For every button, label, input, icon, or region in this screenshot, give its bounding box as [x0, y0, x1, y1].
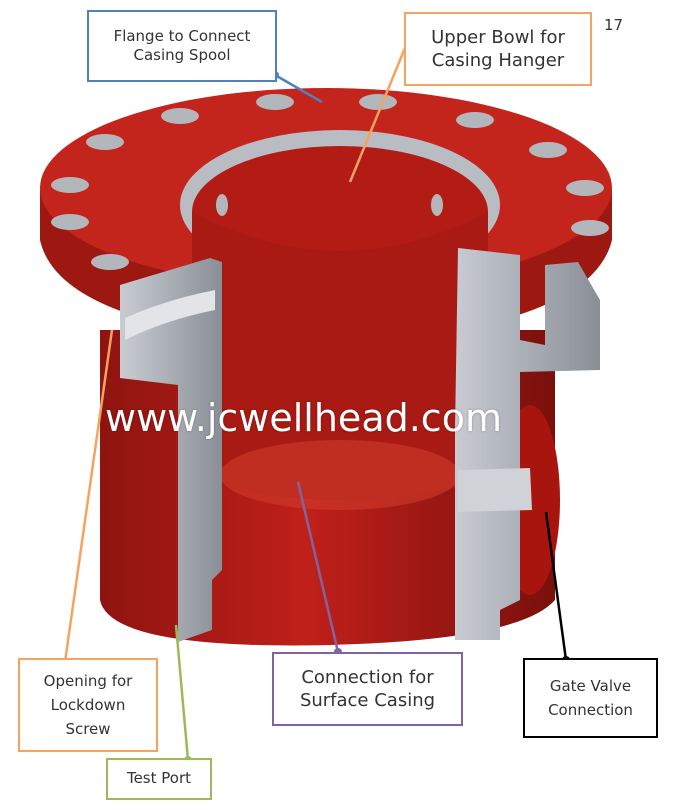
label-upper-bowl: Upper Bowl for Casing Hanger [404, 12, 592, 86]
label-lockdown-screw: Opening for Lockdown Screw [18, 658, 158, 752]
label-surface-casing: Connection for Surface Casing [272, 652, 463, 726]
label-text: Lockdown [50, 696, 126, 714]
label-text: Upper Bowl for [431, 26, 565, 48]
page-number: 17 [604, 16, 624, 34]
label-test-port: Test Port [106, 758, 212, 800]
label-text: Test Port [126, 769, 192, 788]
label-text: Flange to Connect [113, 26, 251, 45]
label-flange: Flange to Connect Casing Spool [87, 10, 277, 82]
watermark: www.jcwellhead.com [105, 396, 502, 440]
label-text: Casing Spool [133, 46, 231, 64]
label-text: Surface Casing [299, 690, 436, 711]
label-text: Connection for [301, 666, 434, 688]
label-text: Connection [548, 701, 633, 719]
label-text: Opening for [43, 672, 133, 690]
label-text: Gate Valve [549, 677, 632, 695]
label-text: Casing Hanger [431, 50, 565, 71]
right-cut-section [455, 248, 600, 640]
label-gate-valve: Gate Valve Connection [523, 658, 658, 738]
bolt-holes [51, 94, 609, 270]
label-text: Screw [65, 720, 111, 738]
left-cut-section [120, 258, 222, 642]
